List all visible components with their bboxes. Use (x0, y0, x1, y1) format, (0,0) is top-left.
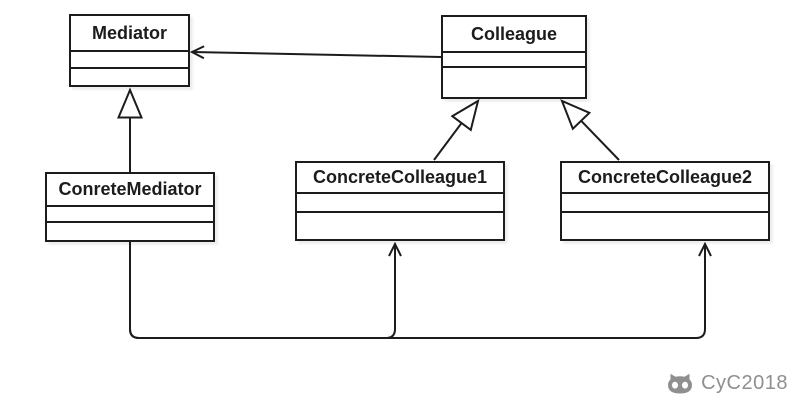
class-box-conretemediator: ConreteMediator (45, 172, 215, 242)
methods-compartment (443, 68, 585, 97)
class-title: ConreteMediator (47, 174, 213, 207)
class-box-concretecolleague1: ConcreteColleague1 (295, 161, 505, 241)
methods-compartment (562, 213, 768, 239)
attributes-compartment (443, 53, 585, 68)
attributes-compartment (297, 194, 503, 213)
edge-conretemediator-to-concretecolleague1 (129, 241, 402, 339)
edge-concretecolleague1-to-colleague (433, 98, 480, 161)
class-box-concretecolleague2: ConcreteColleague2 (560, 161, 770, 241)
class-title: ConcreteColleague1 (297, 163, 503, 194)
github-octocat-icon (666, 371, 694, 395)
methods-compartment (71, 69, 188, 85)
attributes-compartment (47, 207, 213, 223)
methods-compartment (47, 223, 213, 240)
edge-conretemediator-to-concretecolleague2 (129, 241, 712, 339)
methods-compartment (297, 213, 503, 239)
attributes-compartment (71, 52, 188, 69)
class-box-colleague: Colleague (441, 15, 587, 99)
attributes-compartment (562, 194, 768, 213)
watermark-text: CyC2018 (701, 371, 788, 394)
class-box-mediator: Mediator (69, 14, 190, 87)
class-title: ConcreteColleague2 (562, 163, 768, 194)
watermark: CyC2018 (666, 371, 788, 395)
class-title: Mediator (71, 16, 188, 52)
class-title: Colleague (443, 17, 585, 53)
edge-colleague-to-mediator (189, 45, 442, 60)
edge-concretecolleague2-to-colleague (560, 99, 620, 161)
